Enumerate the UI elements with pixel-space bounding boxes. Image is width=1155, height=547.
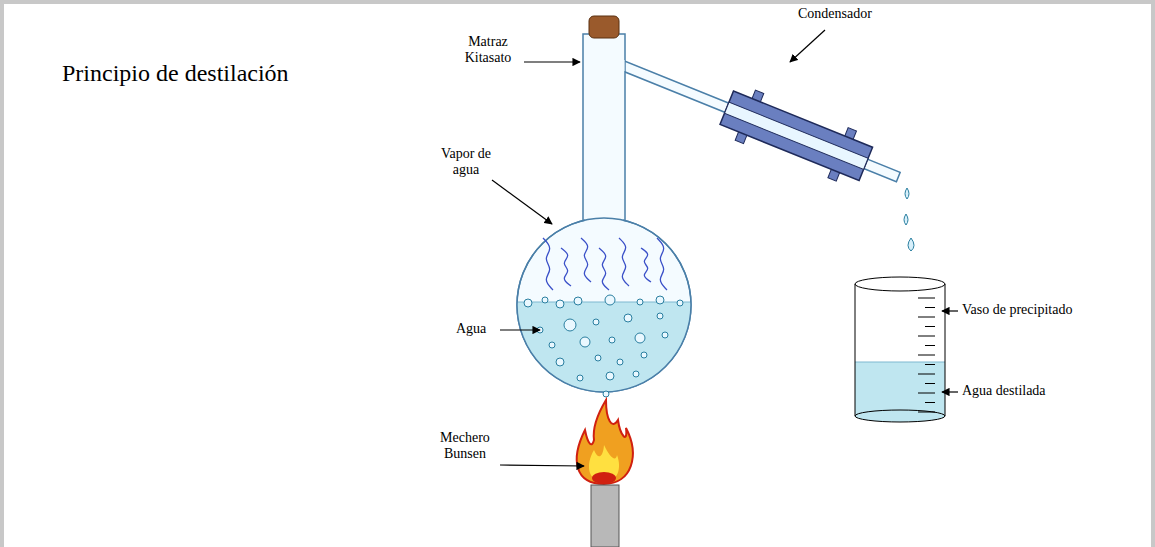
part-label: Mechero Bunsen xyxy=(430,430,500,462)
part-label: Matraz Kitasato xyxy=(452,34,524,66)
part-label: Agua xyxy=(456,321,500,337)
vapor-lines xyxy=(543,238,667,290)
part-label: Vapor de agua xyxy=(436,146,496,178)
condenser xyxy=(610,40,908,202)
cork xyxy=(589,16,619,38)
leader-lines xyxy=(492,30,958,466)
flask-neck xyxy=(583,34,625,234)
bunsen-flame xyxy=(577,400,633,484)
part-label: Agua destilada xyxy=(962,383,1142,399)
bunsen-burner xyxy=(591,485,619,547)
flask-water xyxy=(510,302,700,402)
bubbles xyxy=(524,295,683,397)
diagram-title: Principio de destilación xyxy=(62,60,289,88)
drops xyxy=(904,188,914,251)
part-label: Vaso de precipitado xyxy=(962,302,1142,318)
beaker xyxy=(855,277,945,422)
part-label: Condensador xyxy=(798,6,908,22)
